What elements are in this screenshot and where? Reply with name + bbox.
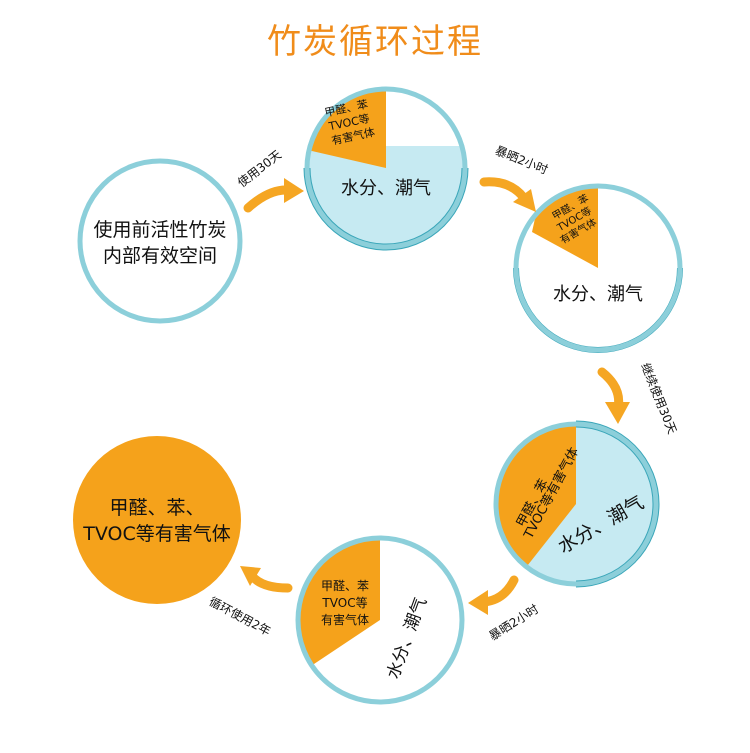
stage-2-circle: 甲醛、苯 TVOC等 有害气体 水分、潮气 — [513, 183, 683, 353]
final-line-2: TVOC等有害气体 — [82, 523, 231, 545]
final-state-circle: 甲醛、苯、 TVOC等有害气体 — [73, 436, 241, 604]
arrow-4-label: 暴晒2小时 — [487, 602, 542, 643]
stage-4-harm-1: 甲醛、苯 — [321, 578, 369, 593]
arrow-4: 暴晒2小时 — [468, 575, 542, 643]
page-title: 竹炭循环过程 — [267, 22, 483, 62]
arrow-5: 循环使用2年 — [207, 566, 293, 639]
arrow-1: 使用30天 — [234, 147, 304, 213]
stage-4-harm-2: TVOC等 — [321, 596, 367, 610]
initial-line-1: 使用前活性竹炭 — [93, 219, 226, 241]
stage-3-circle: 甲醛、苯 TVOC等有害气体 水分、潮气 — [493, 420, 660, 588]
final-line-1: 甲醛、苯、 — [109, 497, 204, 519]
stage-4-circle: 甲醛、苯 TVOC等 有害气体 水分、潮气 — [295, 535, 465, 705]
arrow-2: 暴晒2小时 — [479, 143, 550, 212]
stage-1-circle: 甲醛、苯 TVOC等 有害气体 水分、潮气 — [303, 86, 469, 251]
arrow-3: 继续使用30天 — [597, 361, 680, 436]
initial-state-circle: 使用前活性竹炭 内部有效空间 — [77, 158, 243, 324]
arrow-2-label: 暴晒2小时 — [493, 143, 550, 177]
arrow-5-label: 循环使用2年 — [207, 594, 274, 639]
stage-4-harm-3: 有害气体 — [321, 612, 369, 627]
initial-line-2: 内部有效空间 — [103, 245, 217, 267]
stage-1-water: 水分、潮气 — [341, 178, 431, 199]
arrow-3-label: 继续使用30天 — [638, 361, 680, 436]
arrow-1-label: 使用30天 — [234, 147, 284, 190]
stage-2-water: 水分、潮气 — [553, 284, 643, 305]
